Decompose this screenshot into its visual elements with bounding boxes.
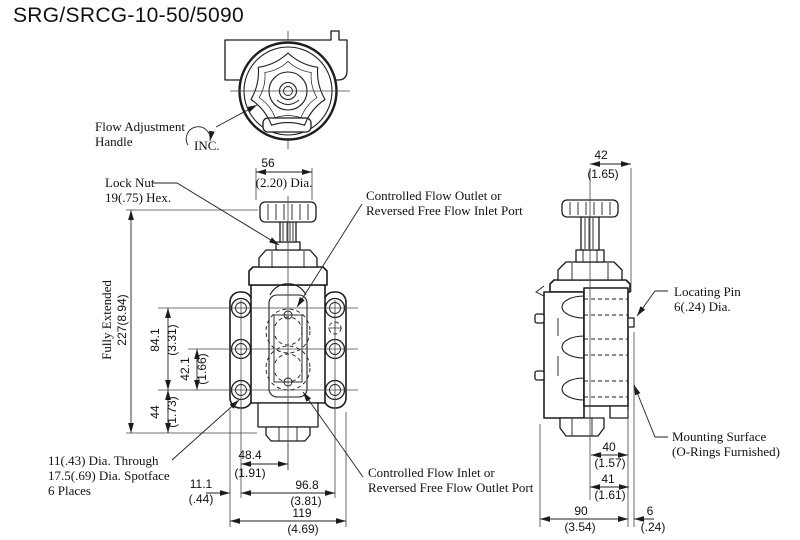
label-holes-1: 11(.43) Dia. Through [48, 453, 159, 468]
dimension-text: 56 (2.20) Dia. 42 (1.65) Fully Extended … [99, 148, 665, 536]
dimension-lines [128, 161, 654, 524]
dim-90: 90 [574, 504, 588, 518]
label-inlet-2: Reversed Free Flow Outlet Port [368, 480, 534, 495]
label-holes-3: 6 Places [48, 483, 91, 498]
dim-11-in: (.44) [189, 492, 214, 506]
dim-96: 96.8 [295, 478, 319, 492]
dim-48: 48.4 [238, 448, 262, 462]
dim-119-in: (4.69) [287, 522, 318, 536]
dim-40-in: (1.57) [594, 456, 625, 470]
dim-56: 56 [261, 156, 275, 170]
bolt-holes-front [230, 297, 346, 401]
dim-42: 42 [594, 148, 608, 162]
label-flow-handle-1: Flow Adjustment [95, 119, 185, 134]
dim-6: 6 [647, 504, 654, 518]
dim-48-in: (1.91) [234, 466, 265, 480]
dim-42-1-in: (1.66) [195, 353, 209, 384]
dim-41-in: (1.61) [594, 488, 625, 502]
label-inlet-1: Controlled Flow Inlet or [368, 465, 495, 480]
dim-84: 84.1 [148, 328, 162, 352]
dim-90-in: (3.54) [564, 520, 595, 534]
locating-pin [627, 317, 635, 328]
label-flow-handle-2: Handle [95, 134, 133, 149]
label-mount-2: (O-Rings Furnished) [672, 444, 780, 459]
dim-96-in: (3.81) [290, 494, 321, 508]
dim-40: 40 [602, 440, 616, 454]
dim-84-in: (3.31) [165, 324, 179, 355]
label-pin-1: Locating Pin [674, 284, 741, 299]
label-mount-1: Mounting Surface [672, 429, 766, 444]
inc-rotation-arrow [185, 126, 215, 146]
label-inc: INC. [194, 138, 220, 153]
dim-227: 227(8.94) [115, 294, 129, 345]
dim-56-in: (2.20) Dia. [256, 175, 313, 190]
leader-lines [153, 104, 668, 478]
dim-44-in: (1.73) [165, 396, 179, 427]
drawing-title: SRG/SRCG-10-50/5090 [13, 4, 244, 27]
label-outlet-2: Reversed Free Flow Inlet Port [366, 203, 523, 218]
dim-11: 11.1 [190, 477, 213, 491]
side-view [534, 199, 635, 437]
dim-42-in: (1.65) [587, 167, 618, 181]
label-lock-nut-1: Lock Nut [105, 175, 155, 190]
dim-6-in: (.24) [641, 520, 666, 534]
label-holes-2: 17.5(.69) Dia. Spotface [48, 468, 170, 483]
dim-42-1: 42.1 [178, 357, 192, 381]
label-pin-2: 6(.24) Dia. [674, 299, 731, 314]
label-outlet-1: Controlled Flow Outlet or [366, 188, 502, 203]
dim-41: 41 [601, 472, 615, 486]
top-view-handle [224, 30, 350, 149]
label-fully-extended: Fully Extended [99, 280, 114, 360]
annotation-text: Flow Adjustment Handle INC. Lock Nut 19(… [48, 119, 780, 498]
dim-119: 119 [292, 506, 311, 520]
dim-44: 44 [148, 405, 162, 419]
label-lock-nut-2: 19(.75) Hex. [105, 190, 171, 205]
